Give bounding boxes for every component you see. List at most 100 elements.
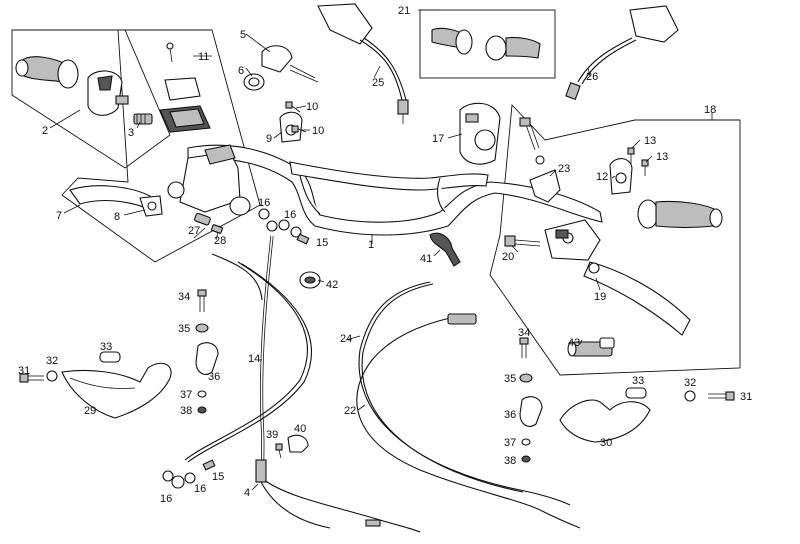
nut-38-right: [521, 455, 531, 463]
bolt-34-left: [197, 289, 207, 312]
switch-43: [567, 337, 615, 357]
screw-3: [133, 113, 153, 125]
callout-32-b: 32: [684, 377, 696, 389]
callout-13-a: 13: [644, 135, 656, 147]
callout-10-b: 10: [312, 125, 324, 137]
callout-2: 2: [42, 125, 48, 137]
callout-41: 41: [420, 253, 432, 265]
callout-43: 43: [568, 337, 580, 349]
callout-33-b: 33: [632, 375, 644, 387]
left-switch-housing: [87, 70, 129, 116]
callout-29: 29: [84, 405, 96, 417]
spacer-33-right: [625, 387, 647, 399]
callout-35-a: 35: [178, 323, 190, 335]
bolt-20: [504, 235, 541, 247]
callout-37-b: 37: [504, 437, 516, 449]
handlebar: [187, 144, 603, 236]
callout-18: 18: [704, 104, 716, 116]
bolts-13: [627, 147, 649, 176]
callout-7: 7: [56, 210, 62, 222]
cable-22: [356, 313, 581, 529]
bolt-39: [275, 443, 283, 459]
callout-32-a: 32: [46, 355, 58, 367]
callout-21: 21: [398, 5, 410, 17]
group-frame-left-grip: [11, 29, 171, 169]
left-grip: [15, 56, 79, 89]
callout-22: 22: [344, 405, 356, 417]
callout-19: 19: [594, 291, 606, 303]
callout-38-a: 38: [180, 405, 192, 417]
clamp-36-left: [195, 342, 219, 375]
callout-3: 3: [128, 127, 134, 139]
callout-31-a: 31: [18, 365, 30, 377]
callout-6: 6: [238, 65, 244, 77]
callout-36-b: 36: [504, 409, 516, 421]
washer-35-left: [195, 323, 209, 333]
callout-34-a: 34: [178, 291, 190, 303]
right-mirror-26: [565, 5, 679, 100]
clamp-5: [261, 45, 319, 83]
bolt-34-right: [519, 337, 529, 358]
brake-master-cylinder: [167, 144, 251, 234]
bolt-31-left: [19, 373, 44, 383]
right-handguard-30: [559, 399, 651, 443]
bolts-10: [285, 101, 307, 133]
right-throttle-grip: [637, 199, 723, 229]
bolt-top-18: [519, 117, 545, 165]
callout-9: 9: [266, 133, 272, 145]
leader-lines: [49, 9, 713, 491]
group-frame-master-cylinder: [61, 29, 261, 263]
bracket-23: [529, 169, 561, 203]
callout-4: 4: [244, 487, 250, 499]
callout-34-b: 34: [518, 327, 530, 339]
bolt-31-right: [708, 391, 735, 401]
right-grip-set-21: [431, 27, 541, 61]
group-frame-right-grip: [419, 9, 556, 79]
callout-24: 24: [340, 333, 352, 345]
callout-35-b: 35: [504, 373, 516, 385]
callout-37-a: 37: [180, 389, 192, 401]
callout-10-a: 10: [306, 101, 318, 113]
callout-36-a: 36: [208, 371, 220, 383]
cable-tie-41: [429, 232, 461, 267]
washer-37-left: [197, 390, 207, 398]
clip-42: [299, 271, 321, 289]
clamp-9: [279, 111, 303, 143]
callout-16-d: 16: [194, 483, 206, 495]
callout-16-a: 16: [258, 197, 270, 209]
washer-32-right: [684, 390, 696, 402]
callout-16-b: 16: [284, 209, 296, 221]
washer-32-left: [46, 370, 58, 382]
callout-31-b: 31: [740, 391, 752, 403]
washer-37-right: [521, 438, 531, 446]
right-switch-17: [459, 102, 501, 165]
clamp-12: [609, 158, 633, 195]
callout-labels: 1 2 3 4 5 6 7 8 9 10 10 11 12 13 13 14 1…: [18, 5, 752, 505]
clip-40: [287, 434, 309, 453]
nut-38-left: [197, 406, 207, 414]
callout-8: 8: [114, 211, 120, 223]
callout-38-b: 38: [504, 455, 516, 467]
clamp-6: [243, 73, 265, 91]
callout-11: 11: [198, 51, 209, 63]
lever-bracket: [544, 219, 601, 261]
callout-12: 12: [596, 171, 608, 183]
right-lever-19: [583, 261, 691, 336]
spacer-33-left: [99, 351, 121, 363]
washer-35-right: [519, 373, 533, 383]
callout-42: 42: [326, 279, 338, 291]
callout-13-b: 13: [656, 151, 668, 163]
callout-26: 26: [586, 71, 598, 83]
group-frame-right-lever: [489, 103, 741, 376]
clutch-cable-4: [211, 253, 421, 533]
callout-27: 27: [188, 225, 200, 237]
callout-14: 14: [248, 353, 260, 365]
callout-15-b: 15: [212, 471, 224, 483]
callout-25: 25: [372, 77, 384, 89]
fittings-upper: [258, 208, 310, 245]
callout-28: 28: [214, 235, 226, 247]
callout-39: 39: [266, 429, 278, 441]
callout-40: 40: [294, 423, 306, 435]
